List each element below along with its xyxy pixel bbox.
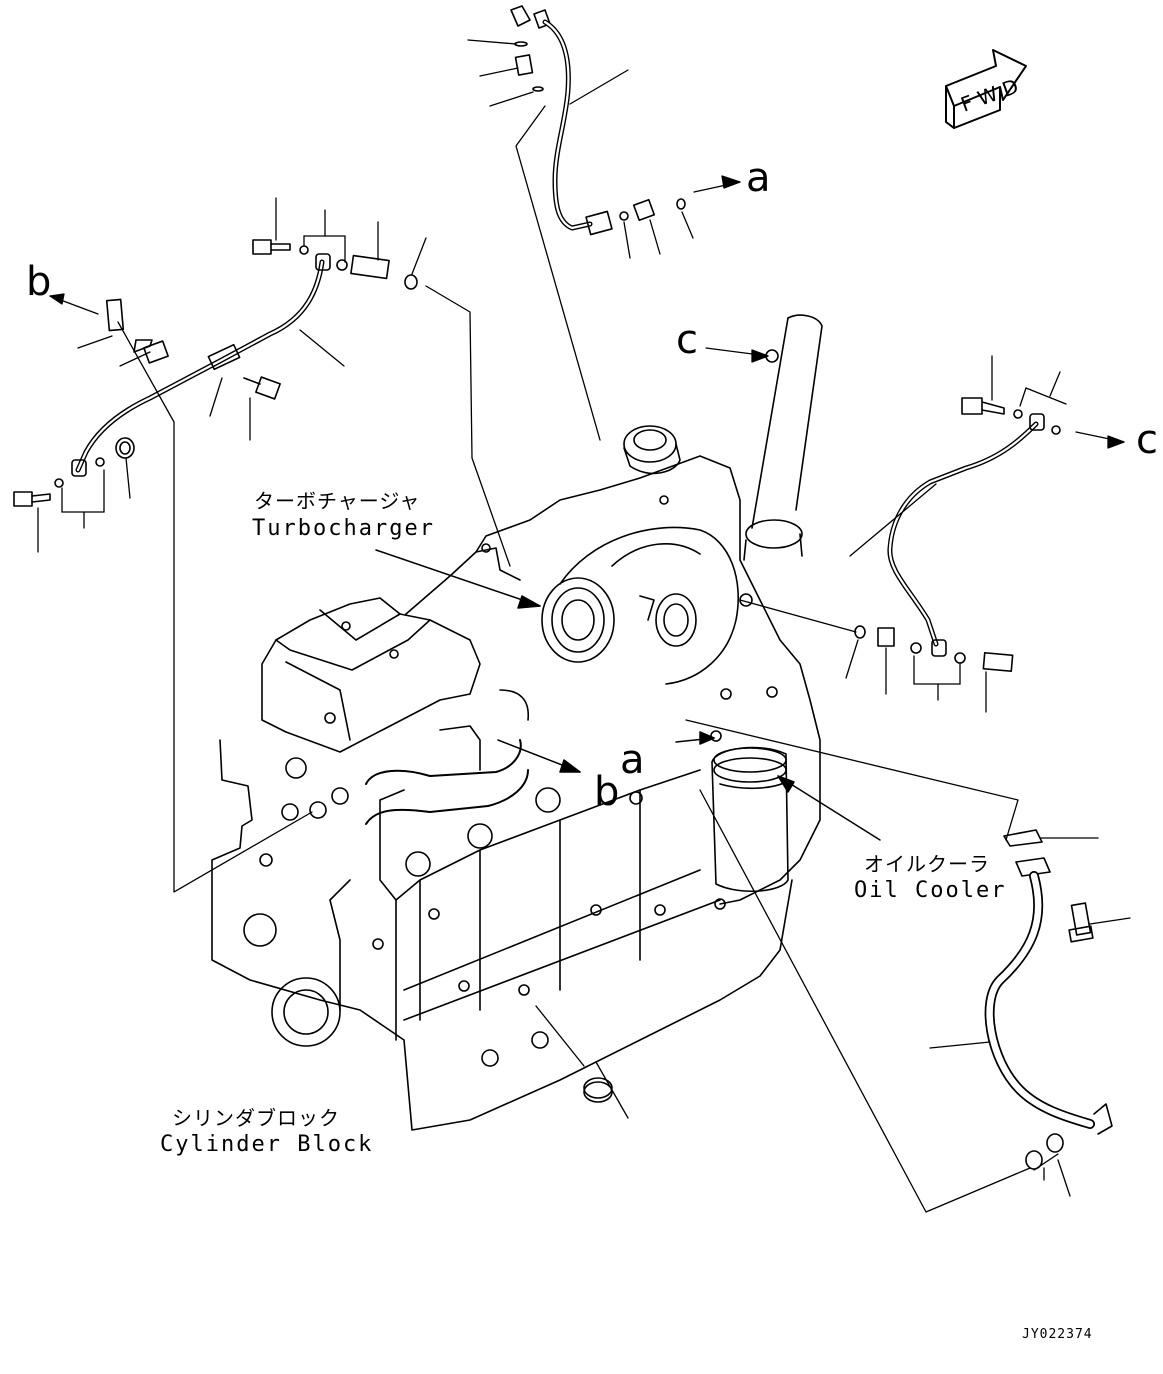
leader-lines-left [37, 197, 511, 893]
oil-cooler-label-jp: オイルクーラ [864, 852, 990, 876]
cylinder-block-label-jp: シリンダブロック [172, 1106, 340, 1130]
left-oil-pipe [13, 239, 418, 507]
turbocharger-label-jp: ターボチャージャ [254, 489, 421, 513]
top-oil-pipe [510, 5, 686, 236]
oil-cooler-label-en: Oil Cooler [854, 878, 1007, 903]
ref-label-b-left: b [26, 259, 52, 305]
component-leaders [375, 549, 881, 841]
leader-lines-right [705, 347, 1125, 713]
lower-oil-pipe [984, 829, 1113, 1170]
engine-block [211, 425, 821, 1131]
turbocharger-label-en: Turbocharger [252, 516, 435, 541]
ref-label-c-right: c [1136, 417, 1158, 463]
fwd-arrow-icon: F W D [945, 49, 1027, 129]
svg-text:F W D: F W D [958, 74, 1022, 117]
ref-label-c-top: c [676, 317, 698, 363]
ref-label-a-top: a [746, 155, 771, 201]
leader-lines-top [467, 39, 741, 441]
ref-label-a-engine: a [620, 737, 645, 783]
drawing-id: JY022374 [1022, 1327, 1093, 1342]
leader-lines-lower [535, 719, 1131, 1213]
cylinder-block-label-en: Cylinder Block [160, 1132, 374, 1157]
right-oil-pipe [854, 397, 1061, 672]
exhaust-pipe [743, 314, 823, 561]
ref-label-b-engine: b [594, 769, 620, 815]
